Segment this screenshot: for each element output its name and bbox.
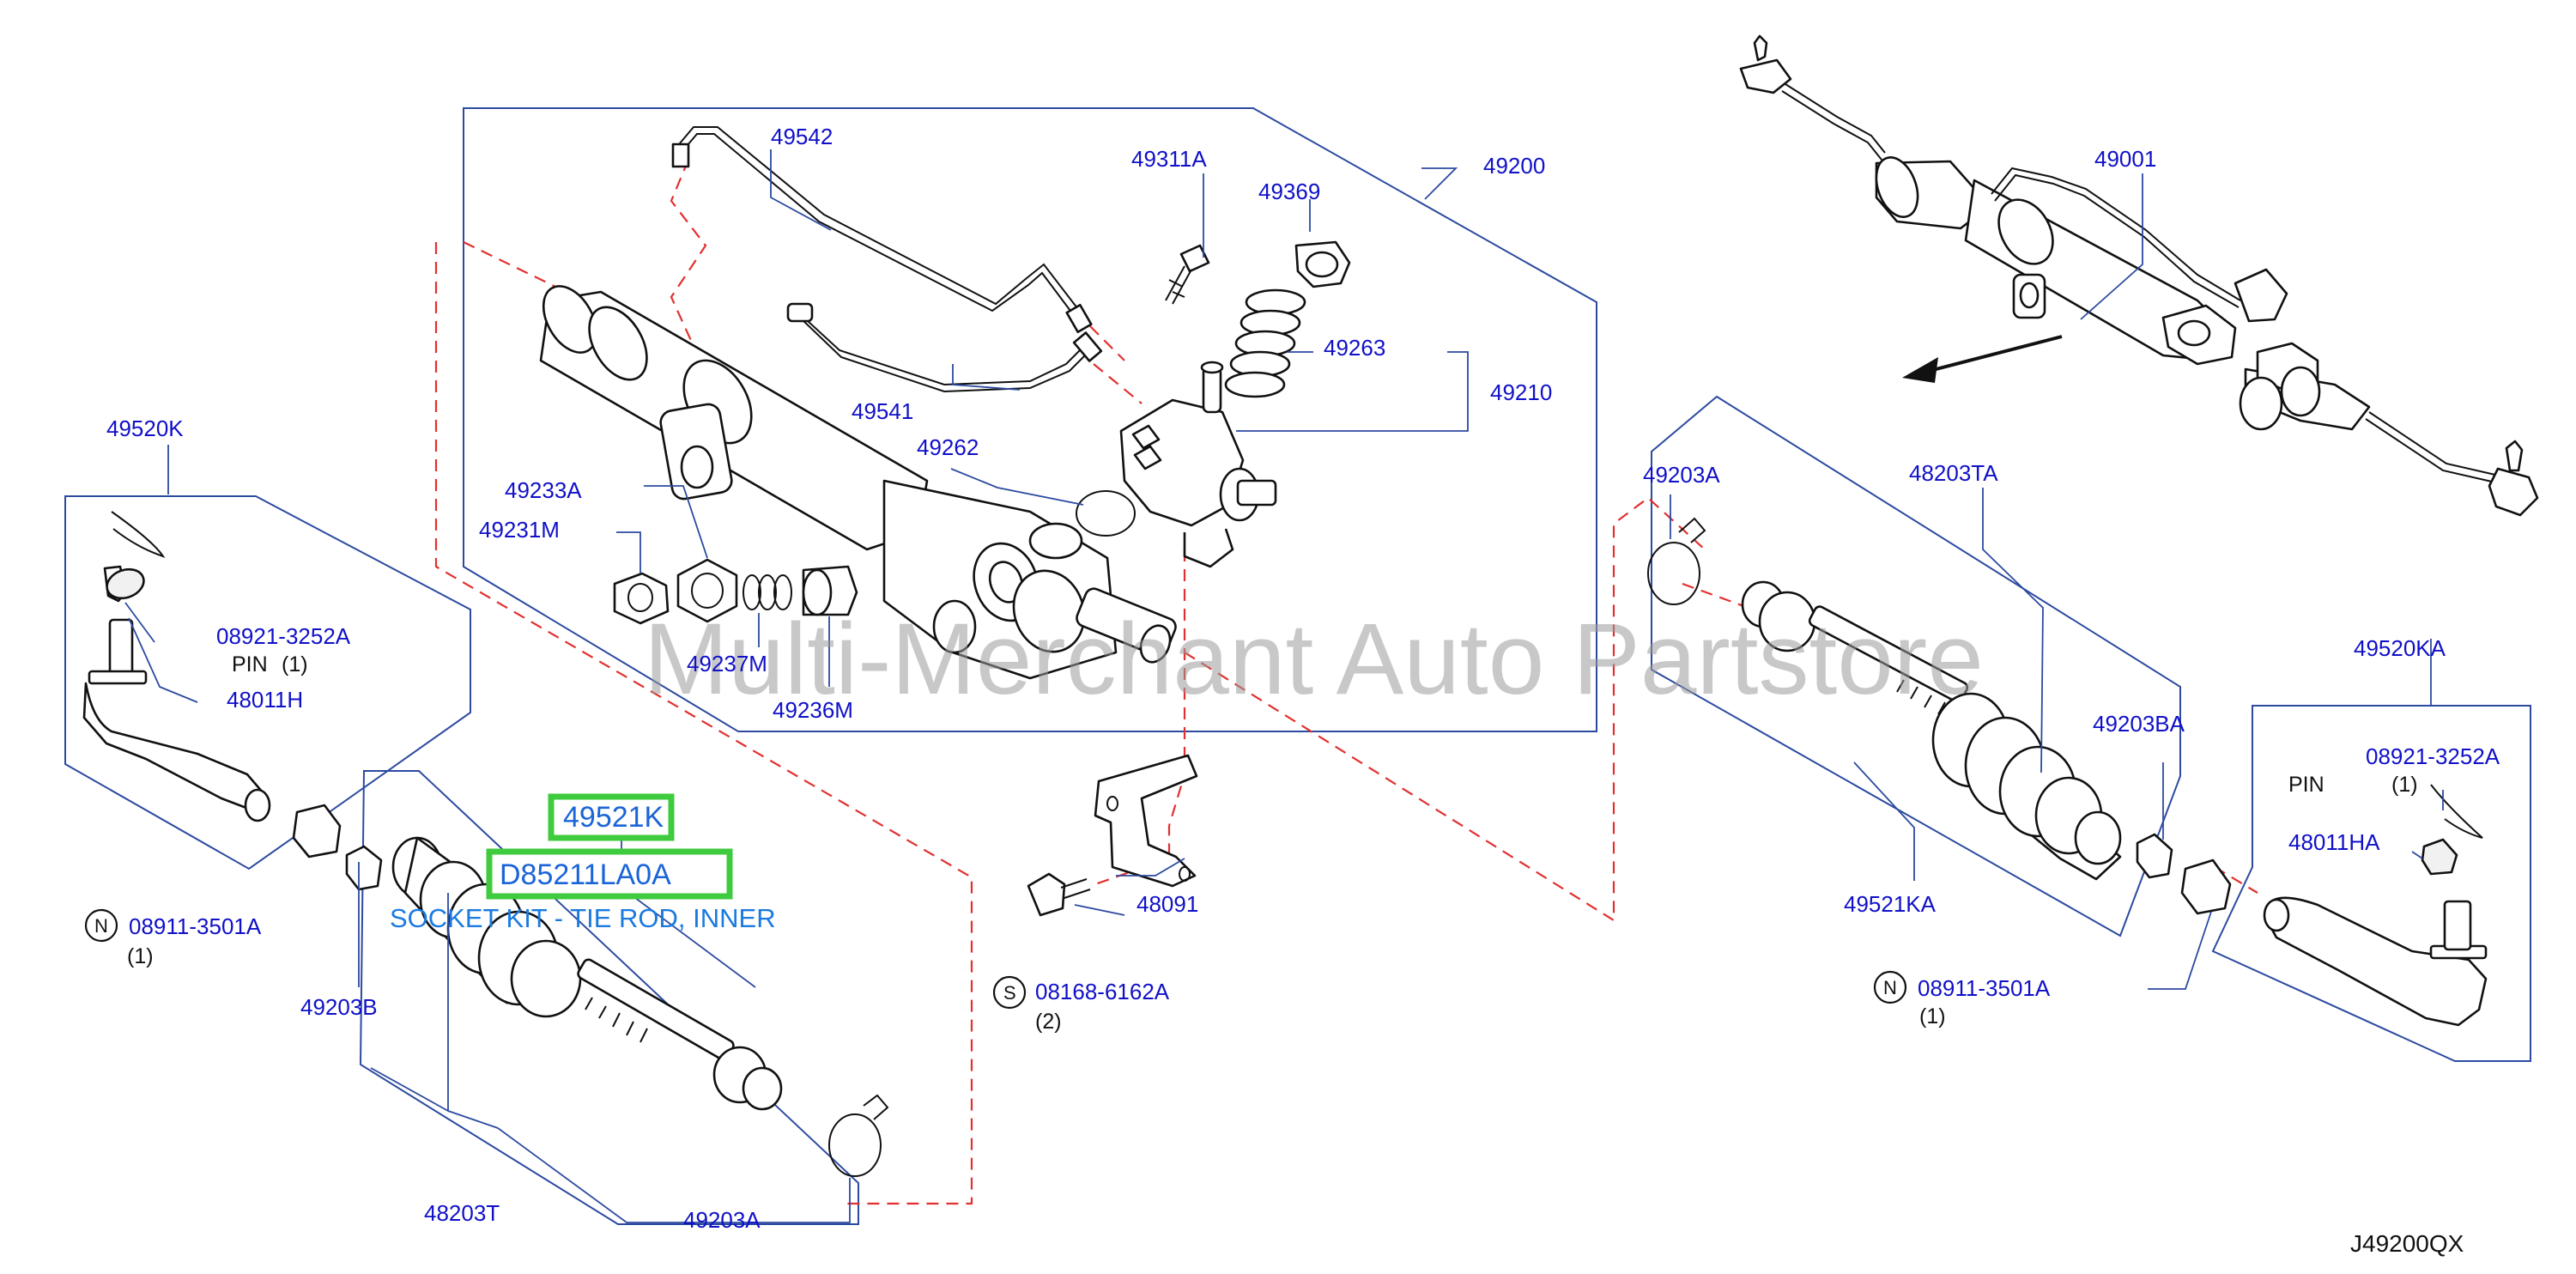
boot-48203T [391,836,582,1018]
pin-note-right: PIN [2288,773,2324,797]
label-08168-6162A[interactable]: 08168-6162A [1035,979,1170,1004]
nut-49203B-left [292,804,342,858]
label-48203T[interactable]: 48203T [424,1200,500,1226]
highlight-description: SOCKET KIT - TIE ROD, INNER [390,903,776,933]
pipe-49542 [674,126,1084,317]
label-49542[interactable]: 49542 [771,124,833,149]
diagram-code: J49200QX [2350,1230,2464,1257]
highlight-part-number[interactable]: 49521K [563,801,664,834]
bracket-48091 [1027,754,1198,917]
nut-49203BA [2136,833,2173,879]
pin-qty-left: (1) [282,652,308,676]
pin-right [2430,784,2483,839]
qty-nut-right: (1) [1919,1004,1946,1028]
label-49203BA[interactable]: 49203BA [2093,711,2185,737]
label-49233A[interactable]: 49233A [505,477,582,503]
circle-s-bolt: S [1003,982,1016,1004]
pin-note-left: PIN [232,652,268,676]
part-labels: 49542 49311A 49200 49369 49263 49210 495… [84,124,2500,1233]
label-49237M[interactable]: 49237M [687,651,767,676]
assembly-line-valve [1089,325,1125,361]
direction-arrow [1902,335,2063,383]
highlight-box-part-number[interactable] [548,793,675,841]
label-48203TA[interactable]: 48203TA [1909,460,1998,486]
label-49236M[interactable]: 49236M [773,697,853,723]
assembly-line-seal [1093,363,1143,404]
circle-n-left: N [94,915,108,937]
spring-49237M [742,574,792,610]
highlighted-part-callout: 49521K D85211LA0A SOCKET KIT - TIE ROD, … [390,793,776,988]
highlight-box-replacement[interactable] [486,848,733,900]
boot-48203TA [1931,692,2122,881]
leader-lines [124,149,2444,1223]
label-49203A-bottom[interactable]: 49203A [683,1207,761,1233]
label-48091[interactable]: 48091 [1136,891,1198,917]
label-49520KA[interactable]: 49520KA [2354,635,2446,661]
label-49203B[interactable]: 49203B [300,994,378,1020]
inner-socket-right [1647,517,2232,915]
bolt-08168-6162A [1027,872,1066,917]
label-08921-3252A-left[interactable]: 08921-3252A [216,623,351,649]
label-49263[interactable]: 49263 [1324,335,1385,361]
watermark: Multi-Merchant Auto Partstore [644,603,1984,716]
tie-rod-end-right [2263,784,2488,1027]
tie-rod-end-left [82,511,271,822]
locknut-49233A [676,558,738,623]
label-49520K[interactable]: 49520K [106,416,184,441]
inner-socket-left [292,804,889,1177]
label-49521KA[interactable]: 49521KA [1844,891,1937,917]
label-49231M[interactable]: 49231M [479,517,560,543]
frame-left-inner-socket [359,770,859,1225]
inner-tie-rod-49521KA [1741,580,1969,724]
rack-assembly-49001 [1739,34,2539,517]
label-49369[interactable]: 49369 [1258,179,1320,204]
nut-08911-3501A-right [2180,858,2232,915]
frame-right-tie-rod-end [2211,705,2531,1062]
label-49200[interactable]: 49200 [1483,153,1545,179]
qty-nut-left: (1) [127,944,154,968]
o-ring-49262 [1076,490,1136,537]
frames [64,107,2531,1225]
label-08911-3501A-left[interactable]: 08911-3501A [129,913,262,939]
steering-gear-housing [539,126,1351,680]
circle-n-right: N [1883,977,1897,998]
highlight-replacement[interactable]: D85211LA0A [500,858,671,891]
clamp-49203A-right [1647,517,1706,605]
label-08921-3252A-right[interactable]: 08921-3252A [2366,743,2500,769]
assembly-line-left [434,242,973,1205]
inner-tie-rod-49521K [577,958,783,1111]
spring-49263 [1224,288,1306,398]
label-49203A-right[interactable]: 49203A [1643,462,1720,488]
label-08911-3501A-right[interactable]: 08911-3501A [1918,975,2051,1001]
bolt-49311A [1179,244,1210,273]
label-49001[interactable]: 49001 [2094,146,2156,172]
label-49311A[interactable]: 49311A [1131,146,1207,172]
label-48011HA[interactable]: 48011HA [2288,829,2380,855]
nut-49231M [613,572,670,625]
pin-qty-right: (1) [2391,773,2418,797]
label-49210[interactable]: 49210 [1490,379,1552,405]
frame-left-tie-rod-end [64,495,471,871]
pipe-49541 [796,310,1084,386]
label-48011H[interactable]: 48011H [227,687,303,713]
clamp-49203A-left [828,1094,889,1177]
qty-bolt: (2) [1035,1010,1062,1034]
frame-gear-housing [463,107,1597,732]
assembly-line-right [1184,496,1706,922]
frame-right-inner-socket [1651,395,2181,937]
label-49541[interactable]: 49541 [852,398,913,424]
label-49262[interactable]: 49262 [917,434,979,460]
